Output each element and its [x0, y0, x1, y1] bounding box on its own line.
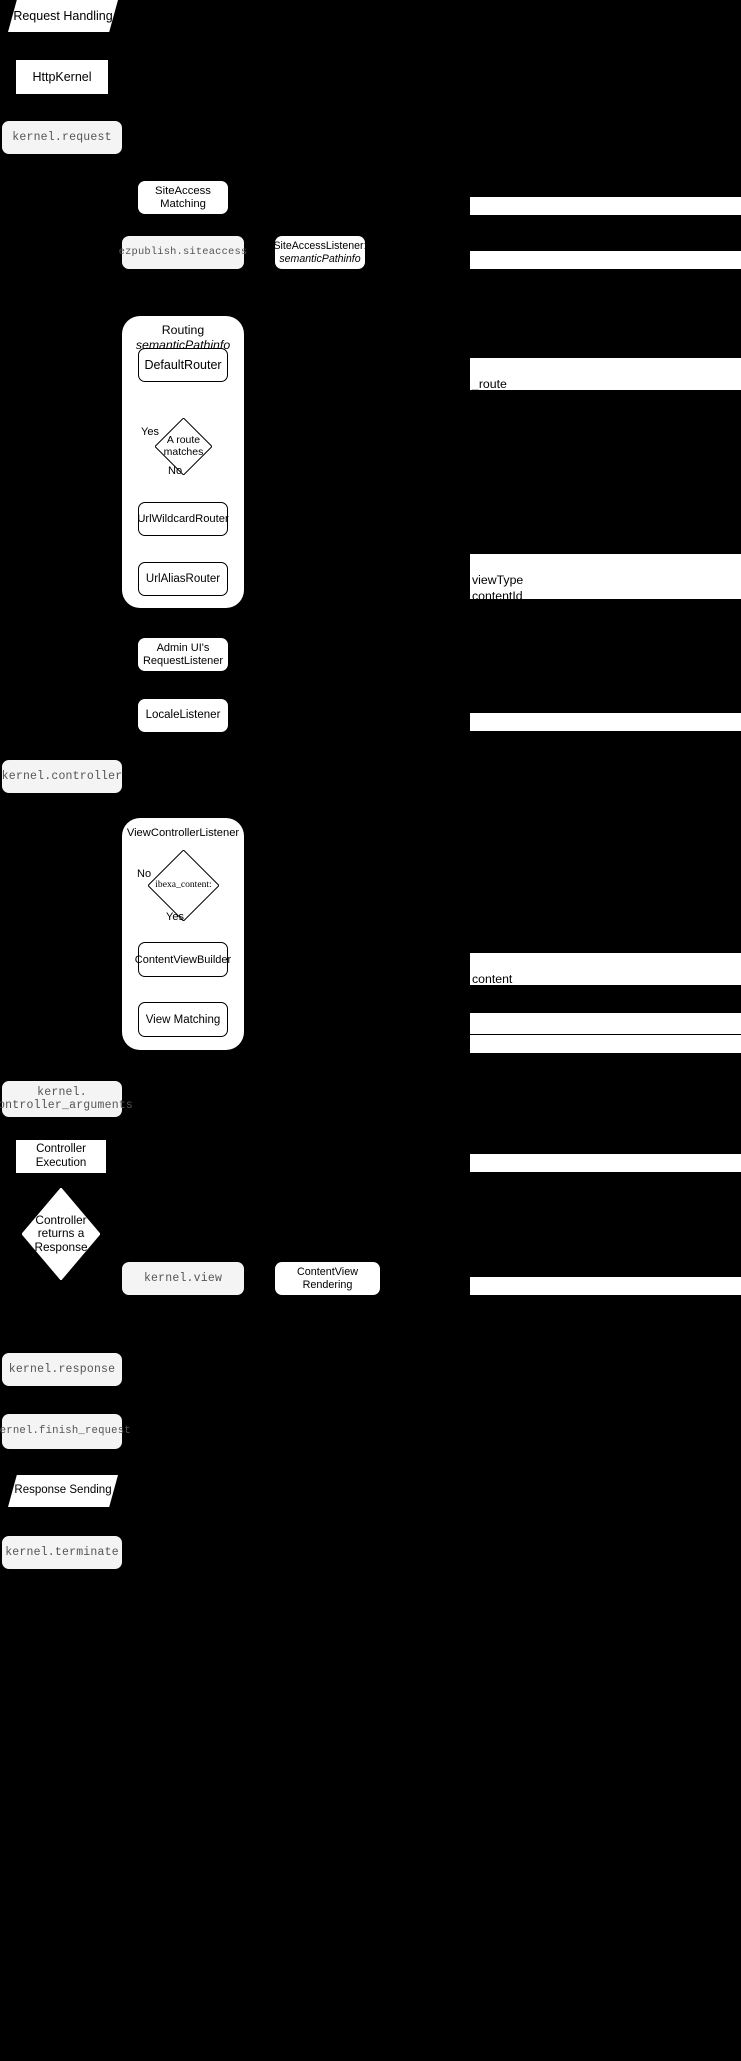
attr-text: viewType contentId locationId	[472, 572, 525, 620]
edge-label-content-no: No	[137, 868, 151, 880]
node-label: kernel.finish_request	[0, 1425, 131, 1438]
attr-viewtype-contentid-locationid: viewType contentId locationId	[470, 553, 741, 620]
attr-semantic-pathinfo: semanticPathinfo	[470, 250, 741, 284]
node-kernel-view[interactable]: kernel.view	[122, 1262, 244, 1295]
node-kernel-controller[interactable]: kernel.controller	[2, 760, 122, 793]
attr-text: content location	[472, 971, 515, 1003]
node-label: View Matching	[145, 1013, 221, 1026]
node-kernel-request[interactable]: kernel.request	[2, 121, 122, 154]
node-label: ContentViewBuilder	[134, 953, 232, 966]
node-admin-ui-request-listener[interactable]: Admin UI's RequestListener	[138, 638, 228, 671]
node-label: A route matches	[163, 433, 204, 458]
attr-response: response	[470, 1276, 741, 1310]
node-siteaccess-matching[interactable]: SiteAccess Matching	[138, 181, 228, 214]
node-url-alias-router[interactable]: UrlAliasRouter	[138, 562, 228, 596]
node-kernel-controller-arguments[interactable]: kernel. controller_arguments	[0, 1081, 133, 1117]
decision-a-route-matches[interactable]: A route matches	[155, 418, 212, 475]
node-label-line2: semanticPathinfo	[279, 252, 361, 265]
decision-ibexa-content[interactable]: ibexa_content:	[148, 850, 219, 921]
node-label: Admin UI's RequestListener	[142, 641, 224, 667]
edge-label-text: Yes	[166, 911, 184, 923]
node-default-router[interactable]: DefaultRouter	[138, 348, 228, 382]
attr-text: siteaccess	[472, 215, 530, 230]
node-view-matching[interactable]: View Matching	[138, 1002, 228, 1037]
attr-text: view	[472, 1053, 497, 1068]
attr-siteaccess: siteaccess	[470, 196, 741, 230]
node-content-view-builder[interactable]: ContentViewBuilder	[134, 942, 232, 977]
node-label-line1: SiteAccessListener:	[273, 240, 367, 253]
subprocess-vcl-title: ViewControllerListener	[122, 825, 244, 840]
node-label: Request Handling	[13, 8, 113, 23]
node-label: kernel.view	[143, 1271, 223, 1285]
attr-view: view	[470, 1034, 741, 1068]
diamond-shape	[22, 1188, 100, 1280]
node-controller-execution[interactable]: Controller Execution	[16, 1140, 106, 1173]
attr-locale: _locale	[470, 712, 741, 746]
diamond-shape	[148, 850, 219, 921]
node-label: Response Sending	[14, 1484, 112, 1497]
edge-label-text: Yes	[141, 426, 159, 438]
node-label: ezpublish.siteaccess	[118, 245, 248, 258]
attr-content-location: content location	[470, 952, 741, 1002]
node-kernel-terminate[interactable]: kernel.terminate	[2, 1536, 122, 1569]
attr-route-controller: _route _controller	[470, 357, 741, 407]
node-label-line1: kernel.	[37, 1085, 87, 1099]
node-siteaccess-listener[interactable]: SiteAccessListener: semanticPathinfo	[273, 236, 367, 269]
node-locale-listener[interactable]: LocaleListener	[138, 699, 228, 732]
node-label: ContentView Rendering	[296, 1266, 359, 1291]
node-label: UrlAliasRouter	[145, 573, 221, 585]
node-request-handling[interactable]: Request Handling	[8, 0, 118, 32]
edge-label-text: No	[168, 465, 183, 477]
edge-label-route-no: No	[168, 465, 182, 477]
node-controller-returns-response[interactable]: Controller returns a Response	[22, 1188, 100, 1280]
node-label-line2: controller_arguments	[0, 1099, 134, 1112]
routing-title-prefix: Routing	[161, 323, 205, 337]
node-response-sending[interactable]: Response Sending	[8, 1475, 118, 1507]
attr-text: response	[472, 1295, 523, 1310]
node-label: Controller returns a Response	[34, 1213, 88, 1254]
attr-text: response/view	[472, 1172, 551, 1187]
edge-label-text: No	[137, 868, 152, 880]
node-ezpublish-siteaccess[interactable]: ezpublish.siteaccess	[119, 236, 247, 269]
attr-text: _route _controller	[472, 376, 530, 408]
attr-text: _locale	[472, 731, 511, 746]
node-url-wildcard-router[interactable]: UrlWildcardRouter	[137, 502, 229, 536]
node-label: ibexa_content:	[155, 879, 212, 891]
node-kernel-response[interactable]: kernel.response	[2, 1353, 122, 1386]
node-label: ViewControllerListener	[126, 827, 240, 839]
node-kernel-finish-request[interactable]: kernel.finish_request	[0, 1414, 131, 1449]
node-label: DefaultRouter	[144, 358, 222, 372]
attr-response-view: response/view	[470, 1153, 741, 1187]
node-label: SiteAccess Matching	[155, 184, 211, 210]
node-label: UrlWildcardRouter	[137, 513, 229, 525]
edge-label-route-yes: Yes	[141, 426, 159, 438]
node-label: kernel.response	[8, 1362, 116, 1376]
node-label: HttpKernel	[32, 69, 92, 84]
node-label: Controller Execution	[35, 1143, 87, 1169]
node-contentview-rendering[interactable]: ContentView Rendering	[275, 1262, 380, 1295]
diamond-shape	[155, 418, 212, 475]
node-label: kernel.request	[12, 130, 112, 144]
node-label: LocaleListener	[145, 708, 221, 721]
node-label: kernel.controller	[1, 769, 123, 783]
attr-text: semanticPathinfo	[472, 269, 567, 284]
node-http-kernel[interactable]: HttpKernel	[16, 60, 108, 94]
node-label: kernel.terminate	[5, 1545, 119, 1559]
edge-label-content-yes: Yes	[166, 911, 184, 923]
